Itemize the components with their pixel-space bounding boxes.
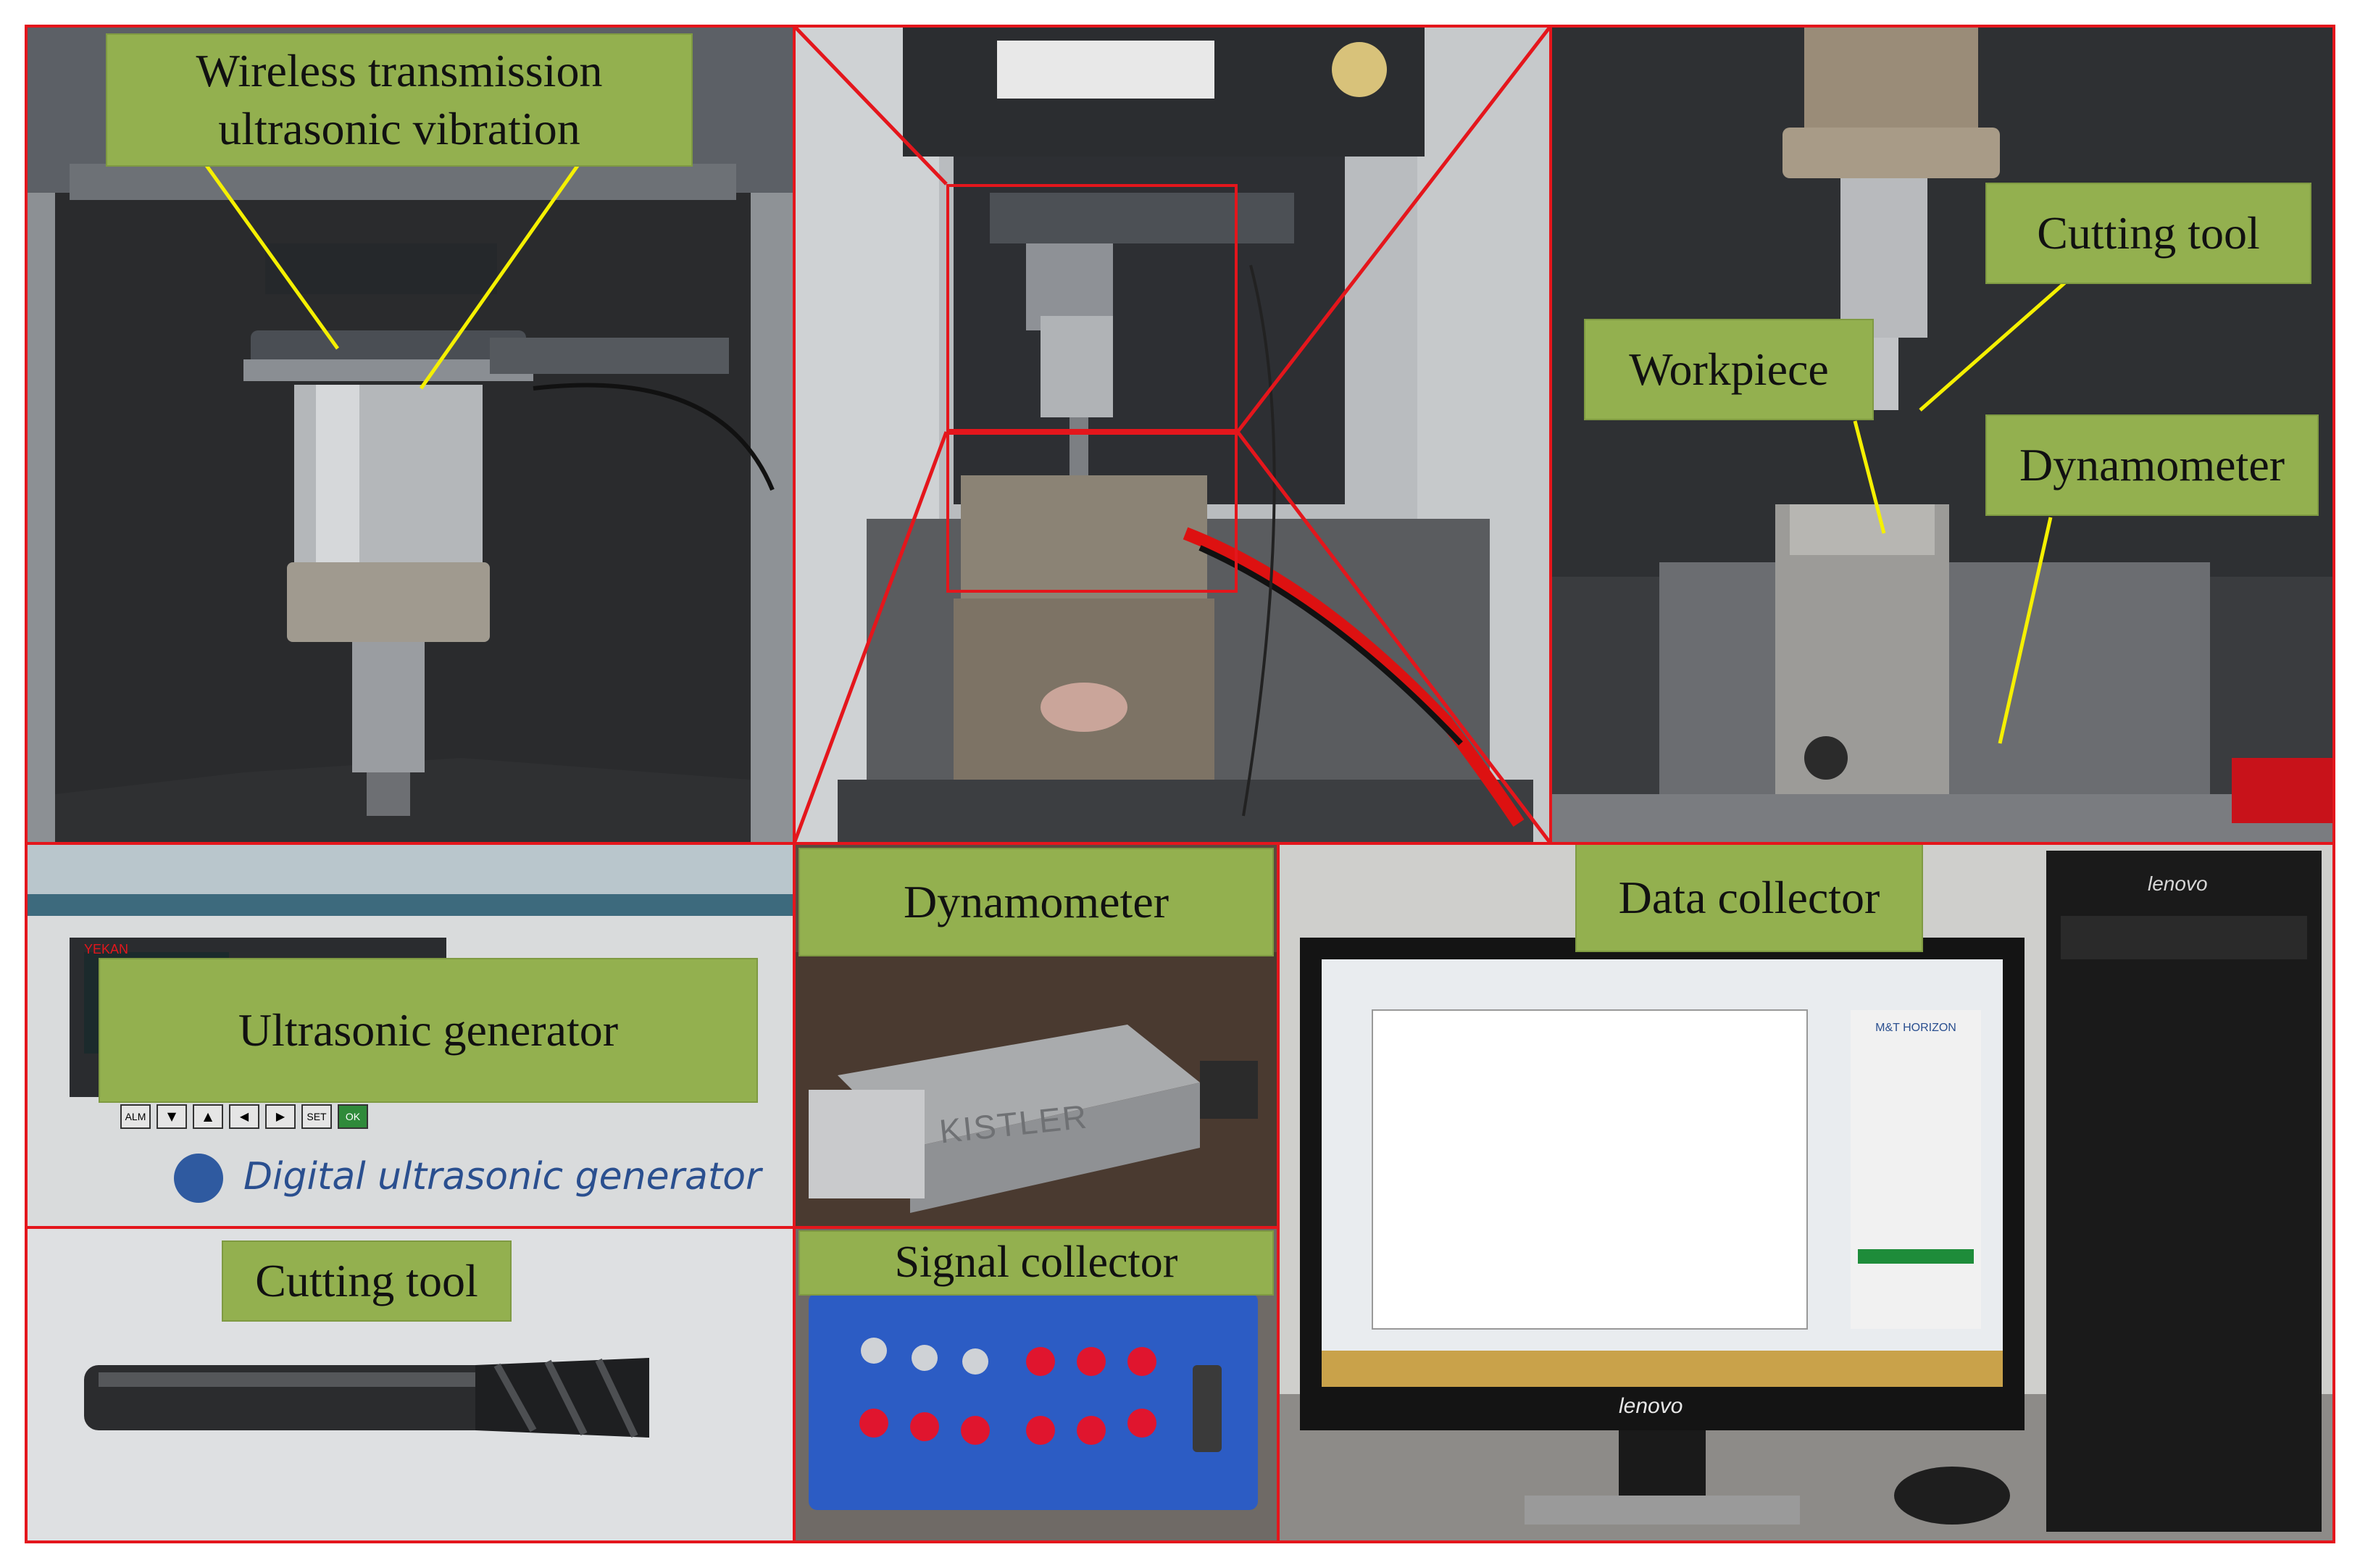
photo-machine-overview — [794, 26, 1551, 843]
pc-brand: lenovo — [2148, 872, 2208, 895]
photo-data-collector: M&T HORIZON lenovo lenovo Data collector — [1278, 843, 2334, 1542]
callout-line — [198, 155, 340, 350]
callout-line — [1853, 420, 1886, 534]
photo-ultrasonic-generator: YEKAN ALM ▼ ▲ ◀ ▶ SET OK Digital ultraso… — [26, 843, 794, 1227]
label-ultrasonic-generator: Ultrasonic generator — [99, 958, 758, 1103]
callout-line — [1919, 281, 2067, 412]
software-brand: M&T HORIZON — [1875, 1022, 1956, 1034]
label-cutting-tool-bottom: Cutting tool — [222, 1240, 512, 1322]
generator-keypad: ALM ▼ ▲ ◀ ▶ SET OK — [120, 1104, 368, 1129]
label-dynamometer-mid: Dynamometer — [799, 848, 1274, 956]
generator-key-left[interactable]: ◀ — [229, 1104, 259, 1129]
callout-line — [419, 155, 586, 390]
generator-key-right[interactable]: ▶ — [265, 1104, 296, 1129]
callout-line — [1998, 517, 2053, 744]
photo-signal-collector: Signal collector — [794, 1227, 1278, 1542]
label-signal-collector: Signal collector — [799, 1230, 1274, 1296]
monitor-brand: lenovo — [1619, 1394, 1683, 1418]
generator-key-alm[interactable]: ALM — [120, 1104, 151, 1129]
generator-key-down[interactable]: ▼ — [157, 1104, 187, 1129]
photo-dynamometer: KISTLER Dynamometer — [794, 843, 1278, 1227]
generator-key-ok[interactable]: OK — [338, 1104, 368, 1129]
generator-key-up[interactable]: ▲ — [193, 1104, 223, 1129]
label-dynamometer-top: Dynamometer — [1985, 414, 2319, 516]
generator-brand: YEKAN — [84, 942, 129, 956]
generator-key-set[interactable]: SET — [301, 1104, 332, 1129]
label-workpiece: Workpiece — [1584, 319, 1874, 420]
photo-cutting-tool: Cutting tool — [26, 1227, 794, 1542]
label-cutting-tool-top: Cutting tool — [1985, 183, 2311, 284]
photo-workpiece-setup: Cutting tool Workpiece Dynamometer — [1551, 26, 2334, 843]
label-wireless-transmission: Wireless transmission ultrasonic vibrati… — [106, 33, 693, 167]
label-data-collector: Data collector — [1575, 843, 1923, 952]
photo-spindle-closeup: Wireless transmission ultrasonic vibrati… — [26, 26, 794, 843]
generator-caption: Digital ultrasonic generator — [243, 1155, 762, 1198]
